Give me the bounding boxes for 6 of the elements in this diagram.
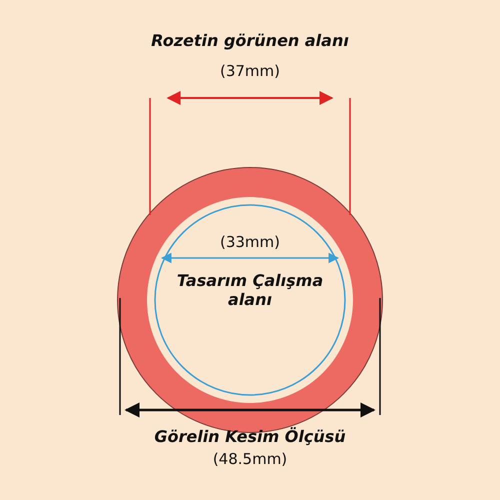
- area-caption: Tasarım Çalışma alanı: [176, 271, 324, 309]
- dimension-value: (33mm): [218, 233, 281, 251]
- dimension-value: (37mm): [218, 62, 281, 80]
- dimension-value: (48.5mm): [212, 450, 288, 468]
- heading-label: Rozetin görünen alanı: [150, 31, 350, 50]
- heading-label: Görelin Kesim Ölçüsü: [153, 427, 347, 446]
